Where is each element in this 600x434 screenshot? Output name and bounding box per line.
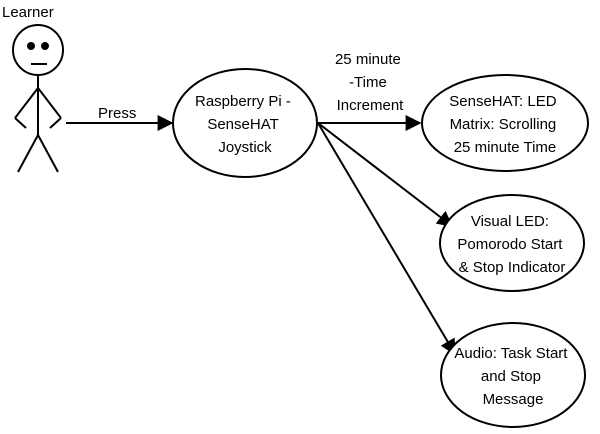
- node-joystick: [172, 68, 318, 178]
- node-joystick-label: Raspberry Pi - SenseHAT Joystick: [195, 93, 295, 156]
- node-audio: [440, 322, 586, 428]
- node-led-matrix-label: SenseHAT: LED Matrix: Scrolling 25 minut…: [449, 93, 560, 156]
- node-joystick-line-2: SenseHAT: [207, 116, 278, 133]
- node-led-matrix-line-3: 25 minute Time: [454, 139, 557, 156]
- node-joystick-line-1: Raspberry Pi -: [195, 93, 291, 110]
- node-led-matrix-line-2: Matrix: Scrolling: [450, 116, 557, 133]
- node-visual-led-line-1: Visual LED:: [471, 213, 549, 230]
- node-audio-line-1: Audio: Task Start: [454, 345, 568, 362]
- edge-label-press: Press: [98, 105, 136, 122]
- node-visual-led-line-2: Pomorodo Start: [457, 236, 563, 253]
- increment-line-3: Increment: [337, 97, 405, 114]
- increment-line-2: -Time: [349, 74, 387, 91]
- node-audio-line-3: Message: [483, 391, 544, 408]
- node-audio-label: Audio: Task Start and Stop Message: [454, 345, 571, 408]
- edge-to-visual-led: [317, 122, 454, 227]
- node-led-matrix: [421, 74, 589, 172]
- edge-to-audio: [317, 122, 456, 356]
- node-visual-led-label: Visual LED: Pomorodo Start & Stop Indica…: [457, 213, 566, 276]
- node-led-matrix-line-1: SenseHAT: LED: [449, 93, 556, 110]
- stick-figure-actor: [12, 24, 64, 173]
- actor-label: Learner: [2, 4, 54, 21]
- increment-line-1: 25 minute: [335, 51, 401, 68]
- node-joystick-line-3: Joystick: [218, 139, 272, 156]
- node-visual-led: [439, 194, 585, 292]
- node-visual-led-line-3: & Stop Indicator: [459, 259, 566, 276]
- edge-label-increment: 25 minute -Time Increment: [335, 51, 405, 114]
- node-audio-line-2: and Stop: [481, 368, 541, 385]
